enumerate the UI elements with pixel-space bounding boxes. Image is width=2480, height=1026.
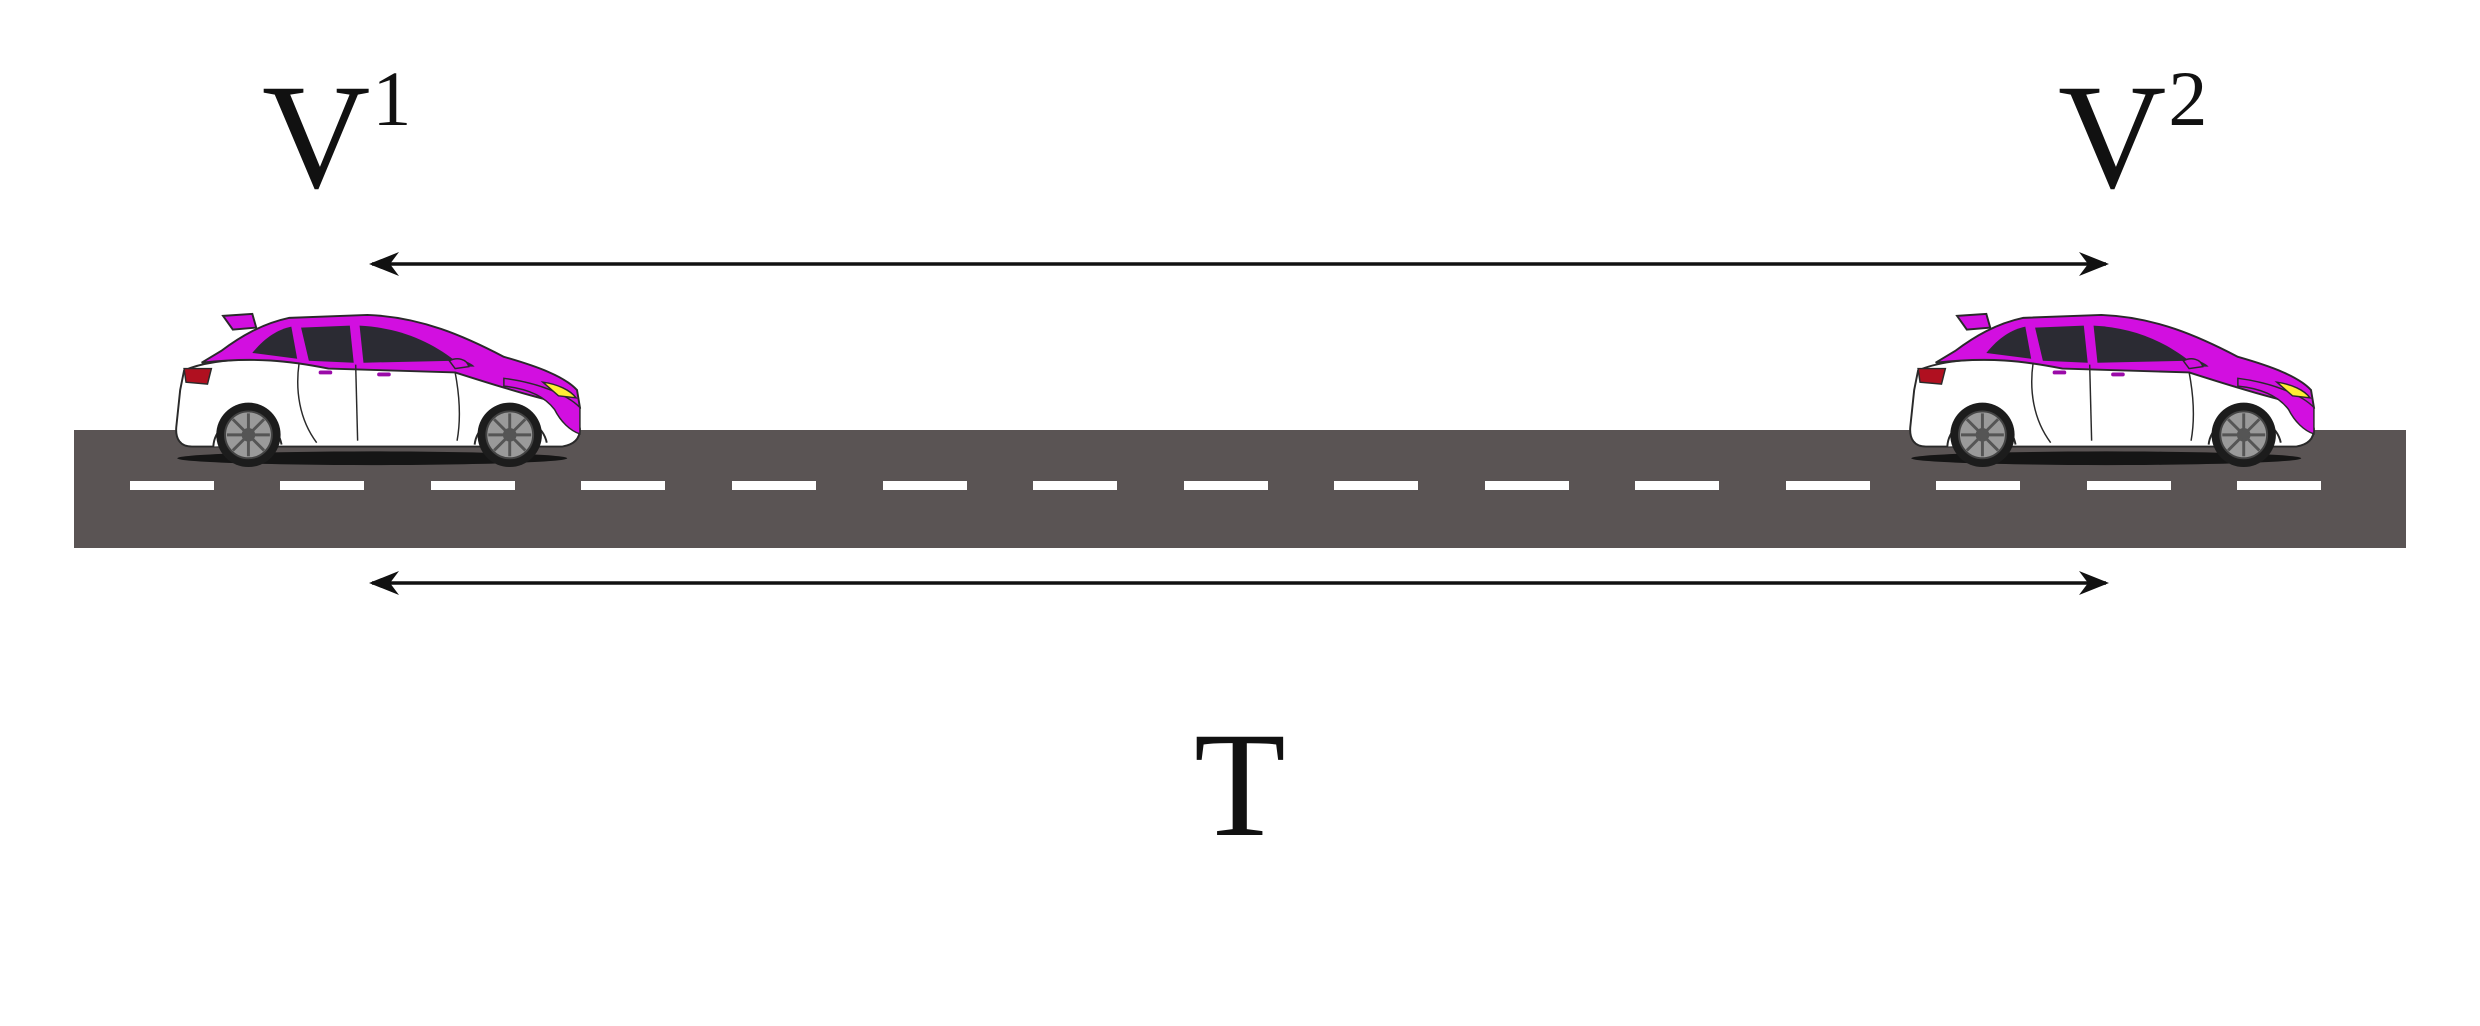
start-velocity-index: 1 [372,55,412,142]
start-velocity-symbol: V [262,54,371,220]
end-velocity-label: V2 [2058,60,2207,213]
start-velocity-label: V1 [262,60,411,213]
car-icon [174,312,582,468]
car-icon [1908,312,2316,468]
lane-markings [130,481,2321,490]
end-velocity-index: 2 [2168,55,2208,142]
time-symbol: T [1194,702,1286,868]
road-icon [74,430,2406,548]
end-velocity-symbol: V [2058,54,2167,220]
time-label: T [1194,710,1286,860]
